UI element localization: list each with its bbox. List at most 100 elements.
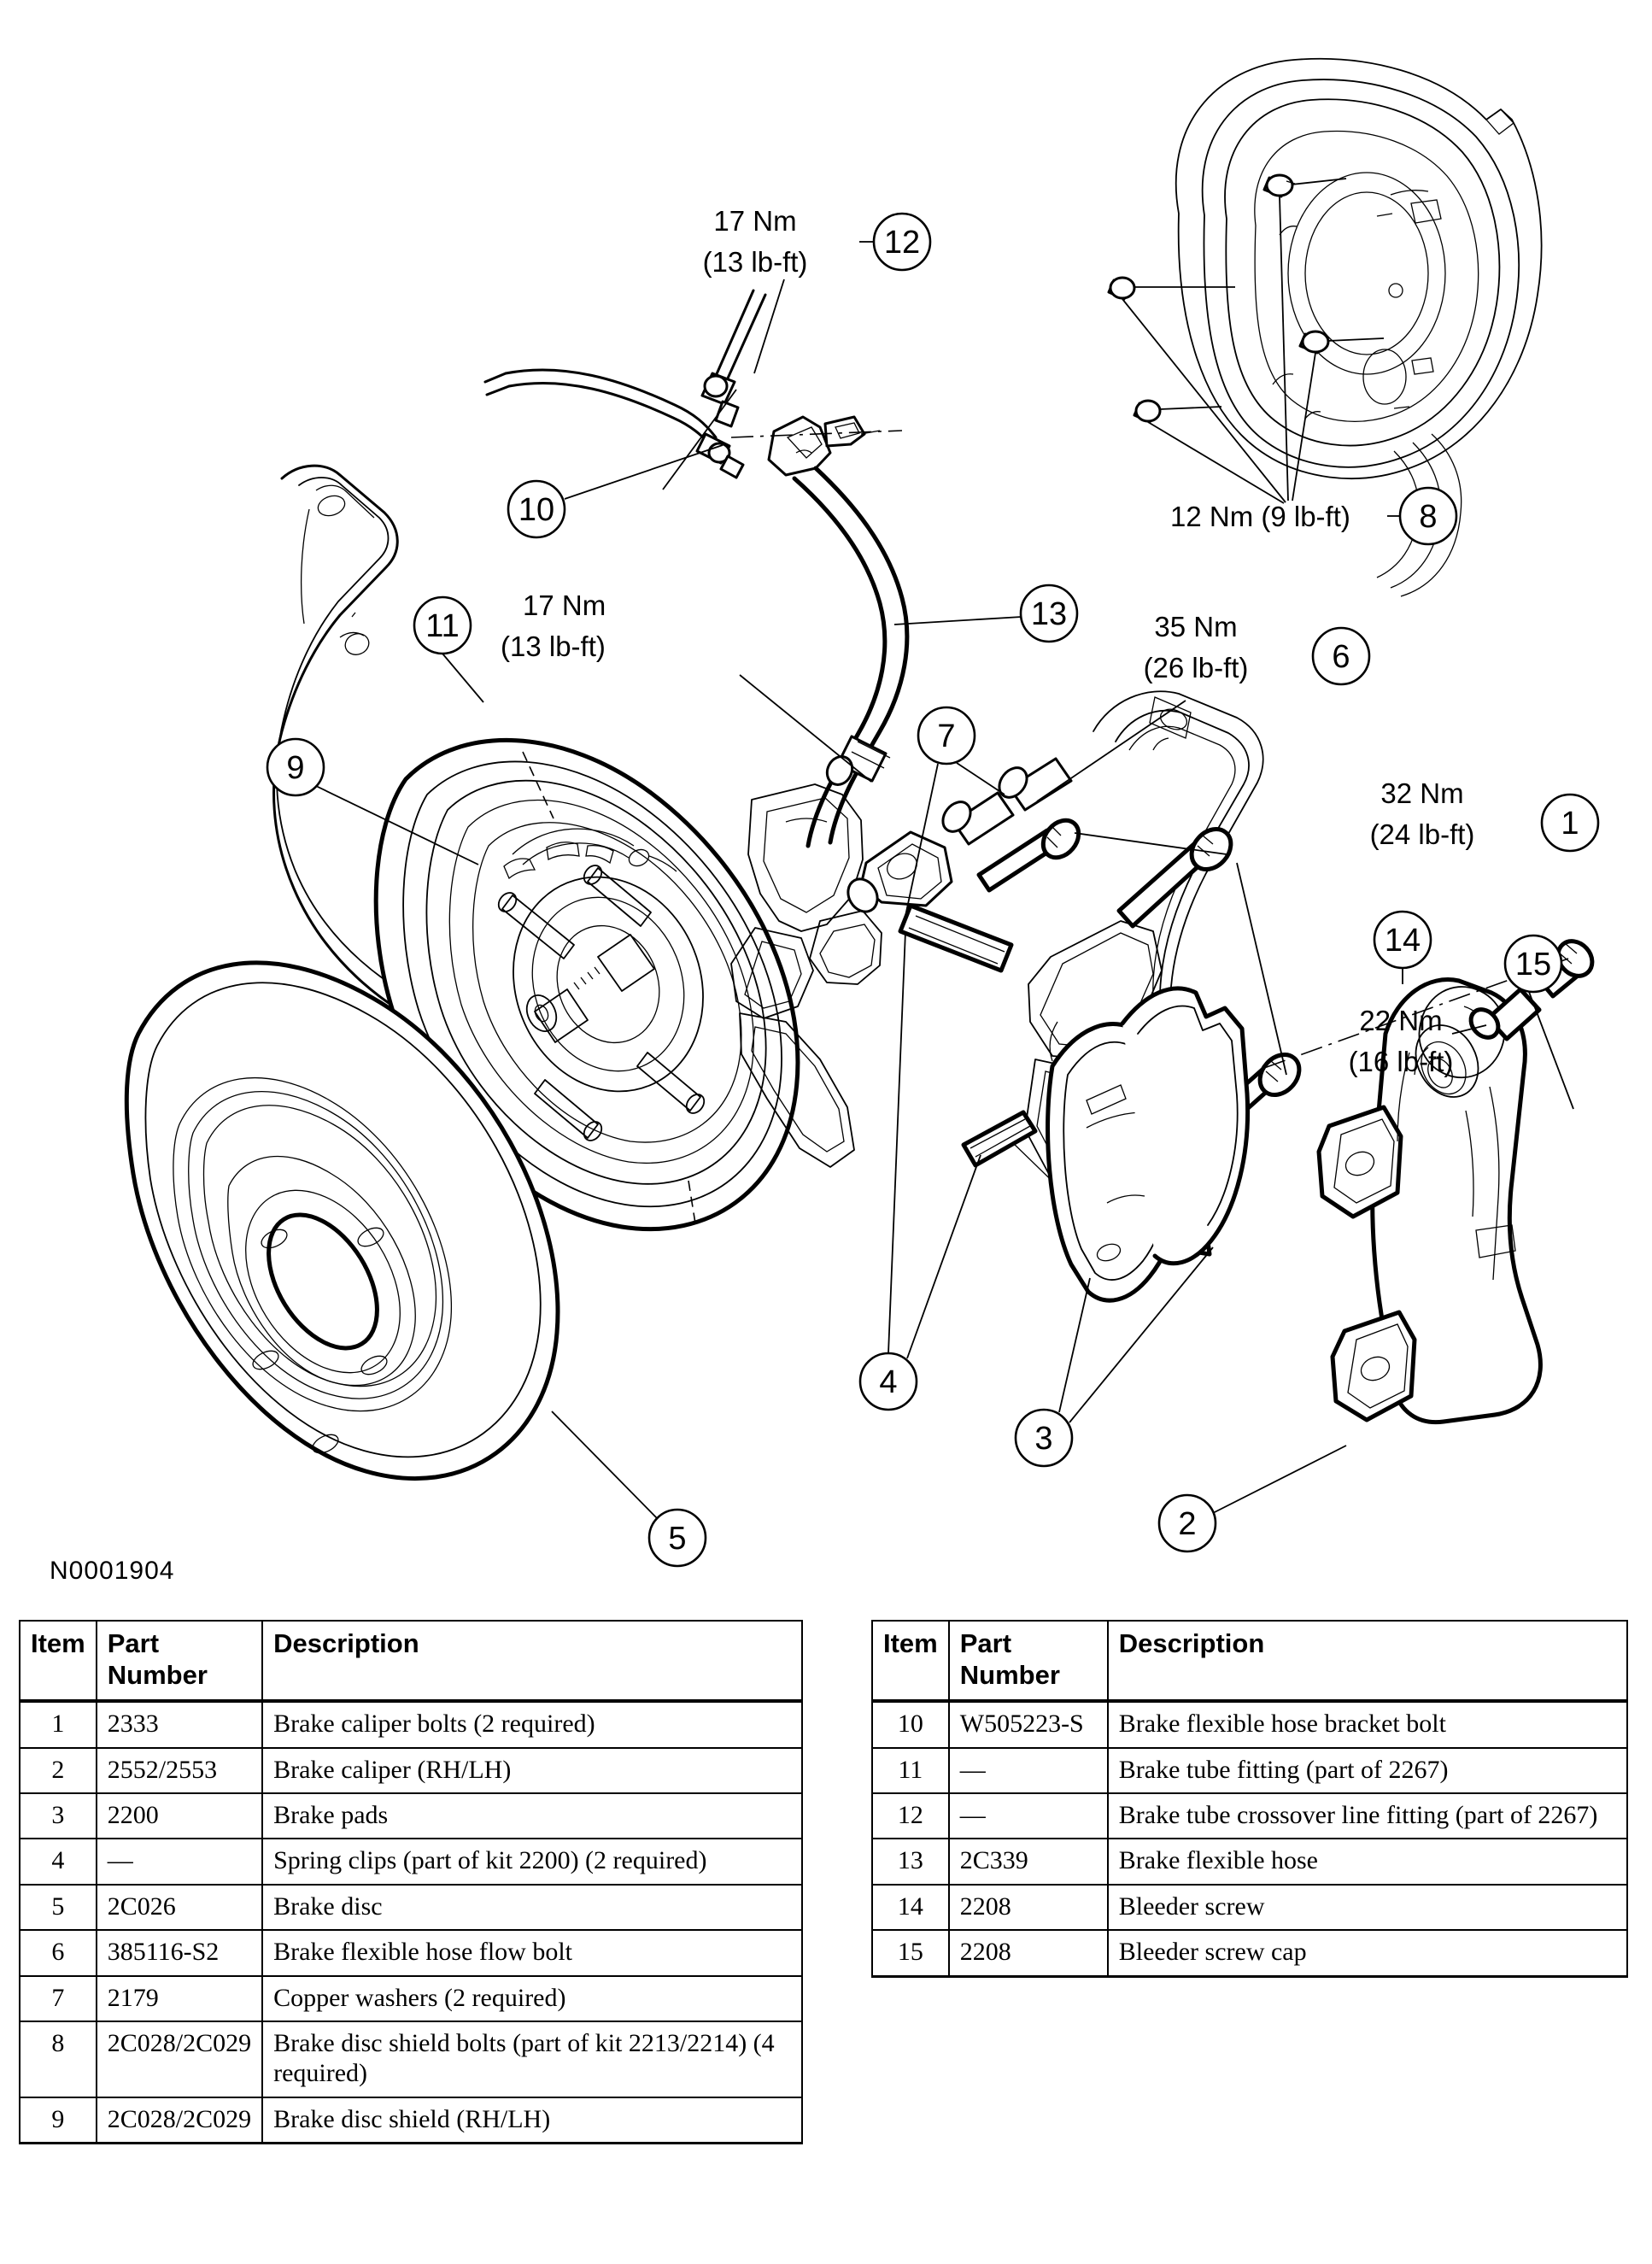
cell-item: 13 (871, 1838, 950, 1886)
cell-part-number: 2C026 (95, 1883, 264, 1932)
cell-part-number: — (95, 1838, 264, 1886)
table-row: 11 — Brake tube fitting (part of 2267) (871, 1746, 1629, 1794)
brake-tube-crossover-fitting (700, 372, 740, 428)
cell-description: Brake flexible hose (1106, 1838, 1629, 1886)
leader-12 (753, 279, 785, 374)
torque-1-line1: 32 Nm (1380, 777, 1463, 809)
torque-label-11: 17 Nm (13 lb-ft) (501, 589, 606, 662)
torque-label-12: 17 Nm (13 lb-ft) (703, 205, 808, 278)
table-row: 5 2C026 Brake disc (19, 1883, 803, 1932)
callout-10: 10 (507, 479, 566, 539)
callout-14: 14 (1373, 910, 1432, 970)
hose-ferrule (825, 735, 891, 786)
wheel-stud (534, 1079, 603, 1141)
cell-item: 5 (19, 1883, 97, 1932)
table-header-row: Item Part Number Description (871, 1619, 1629, 1704)
callout-1-label: 1 (1561, 806, 1579, 842)
torque-12-line2: (13 lb-ft) (703, 246, 808, 278)
callout-15: 15 (1503, 934, 1563, 994)
table-row: 6 385116-S2 Brake flexible hose flow bol… (19, 1929, 803, 1977)
cell-part-number: 2208 (947, 1883, 1109, 1932)
cell-part-number: — (947, 1792, 1109, 1840)
cell-item: 4 (19, 1838, 97, 1886)
header-item: Item (19, 1619, 97, 1704)
torque-14-line2: (16 lb-ft) (1349, 1046, 1454, 1077)
cell-description: Brake tube fitting (part of 2267) (1106, 1746, 1629, 1794)
table-header-row: Item Part Number Description (19, 1619, 803, 1704)
callout-5: 5 (647, 1508, 707, 1568)
leader-11a (442, 653, 484, 703)
cell-item: 2 (19, 1746, 97, 1794)
cell-description: Brake pads (261, 1792, 803, 1840)
brake-caliper-bolt (1116, 826, 1233, 929)
torque-1-line2: (24 lb-ft) (1370, 818, 1475, 850)
spring-clip (898, 903, 1014, 973)
callout-4: 4 (858, 1352, 918, 1411)
cell-part-number: 2552/2553 (95, 1746, 264, 1794)
wheel-stud (636, 1052, 706, 1114)
brake-disc-shield-bolt (1262, 173, 1296, 198)
brake-disc-shield-bolt (1133, 399, 1162, 424)
table-row: 7 2179 Copper washers (2 required) (19, 1974, 803, 2022)
leader-1b (1236, 862, 1287, 1076)
callout-9-label: 9 (286, 750, 304, 786)
cell-part-number: 2C028/2C029 (95, 2020, 264, 2098)
callout-8-label: 8 (1419, 499, 1437, 535)
cell-part-number: 2200 (95, 1792, 264, 1840)
table-row: 2 2552/2553 Brake caliper (RH/LH) (19, 1746, 803, 1794)
table-row: 13 2C339 Brake flexible hose (871, 1838, 1629, 1886)
callout-2-label: 2 (1178, 1506, 1196, 1542)
cell-part-number: 2C339 (947, 1838, 1109, 1886)
leader-9 (315, 785, 479, 865)
cell-description: Bleeder screw cap (1106, 1929, 1629, 1978)
copper-washer (998, 757, 1073, 812)
copper-washer (941, 791, 1015, 846)
cell-part-number: 2208 (947, 1929, 1109, 1978)
callout-13-label: 13 (1031, 596, 1067, 632)
leader-10 (564, 444, 723, 500)
header-part-number: Part Number (947, 1619, 1109, 1704)
callout-3: 3 (1014, 1408, 1074, 1468)
callout-14-label: 14 (1385, 923, 1421, 959)
callout-2: 2 (1157, 1493, 1217, 1553)
cell-description: Brake caliper (RH/LH) (261, 1746, 803, 1794)
table-row: 10 W505223-S Brake flexible hose bracket… (871, 1700, 1629, 1749)
hose-banjo-bracket (847, 830, 953, 913)
callout-6: 6 (1311, 626, 1371, 686)
bleeder-screw (1468, 987, 1542, 1041)
cell-description: Bleeder screw (1106, 1883, 1629, 1932)
brake-disc-shield-detail (1107, 57, 1543, 597)
cell-description: Copper washers (2 required) (261, 1974, 803, 2022)
leader-1a (1074, 832, 1227, 855)
steering-knuckle (730, 783, 882, 1168)
cell-part-number: 2179 (95, 1974, 264, 2022)
cell-part-number: 2333 (95, 1700, 264, 1749)
cell-item: 7 (19, 1974, 97, 2022)
callout-6-label: 6 (1332, 639, 1350, 675)
leader-7b (956, 762, 1005, 795)
cell-item: 9 (19, 2096, 97, 2145)
torque-11-line2: (13 lb-ft) (501, 631, 606, 662)
callout-12-label: 12 (884, 225, 920, 261)
spring-clip (961, 1110, 1038, 1168)
callout-12: 12 (872, 212, 932, 272)
cell-description: Brake flexible hose bracket bolt (1106, 1700, 1629, 1749)
callout-13: 13 (1019, 584, 1079, 643)
leader-2 (1210, 1445, 1347, 1515)
cell-description: Brake flexible hose flow bolt (261, 1929, 803, 1977)
brake-disc-shield-bolt (1298, 330, 1330, 355)
table-row: 4 — Spring clips (part of kit 2200) (2 r… (19, 1838, 803, 1886)
cell-description: Brake disc (261, 1883, 803, 1932)
callout-5-label: 5 (668, 1521, 686, 1557)
table-row: 8 2C028/2C029 Brake disc shield bolts (p… (19, 2020, 803, 2098)
torque-6-line2: (26 lb-ft) (1144, 652, 1249, 683)
leader-11b (739, 674, 872, 783)
brake-tube-assembly (483, 289, 903, 479)
cell-item: 6 (19, 1929, 97, 1977)
cell-item: 12 (871, 1792, 950, 1840)
leader-13 (893, 616, 1022, 625)
callout-11-label: 11 (425, 608, 459, 644)
cell-item: 1 (19, 1700, 97, 1749)
cell-item: 3 (19, 1792, 97, 1840)
cell-description: Spring clips (part of kit 2200) (2 requi… (261, 1838, 803, 1886)
